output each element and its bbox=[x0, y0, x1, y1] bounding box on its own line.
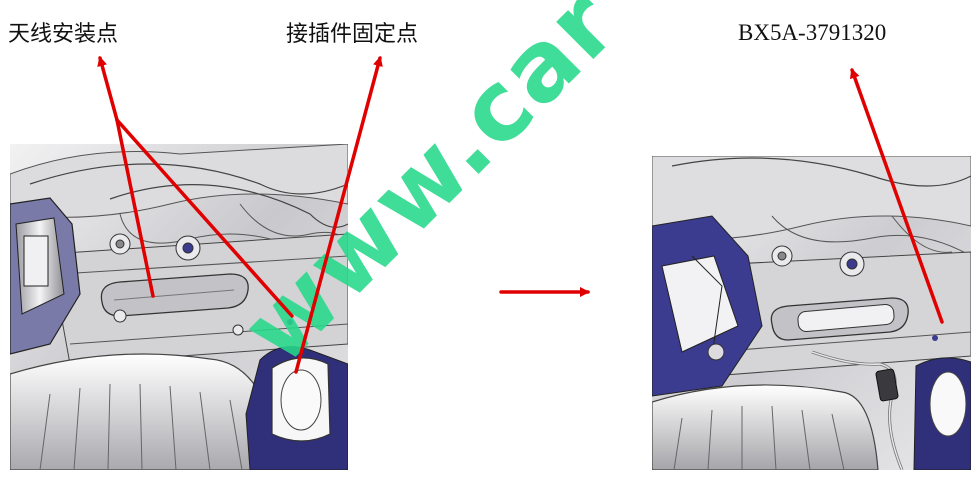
cad-view-after bbox=[652, 156, 971, 470]
part-number-label: BX5A-3791320 bbox=[738, 20, 887, 45]
cad-render-after bbox=[652, 156, 971, 470]
cad-render-before bbox=[10, 144, 348, 470]
connector-fix-point-label: 接插件固定点 bbox=[286, 22, 419, 47]
cad-view-before bbox=[10, 144, 348, 470]
antenna-mount-point-label: 天线安装点 bbox=[8, 22, 119, 47]
arrow-antenna-up bbox=[97, 56, 119, 122]
